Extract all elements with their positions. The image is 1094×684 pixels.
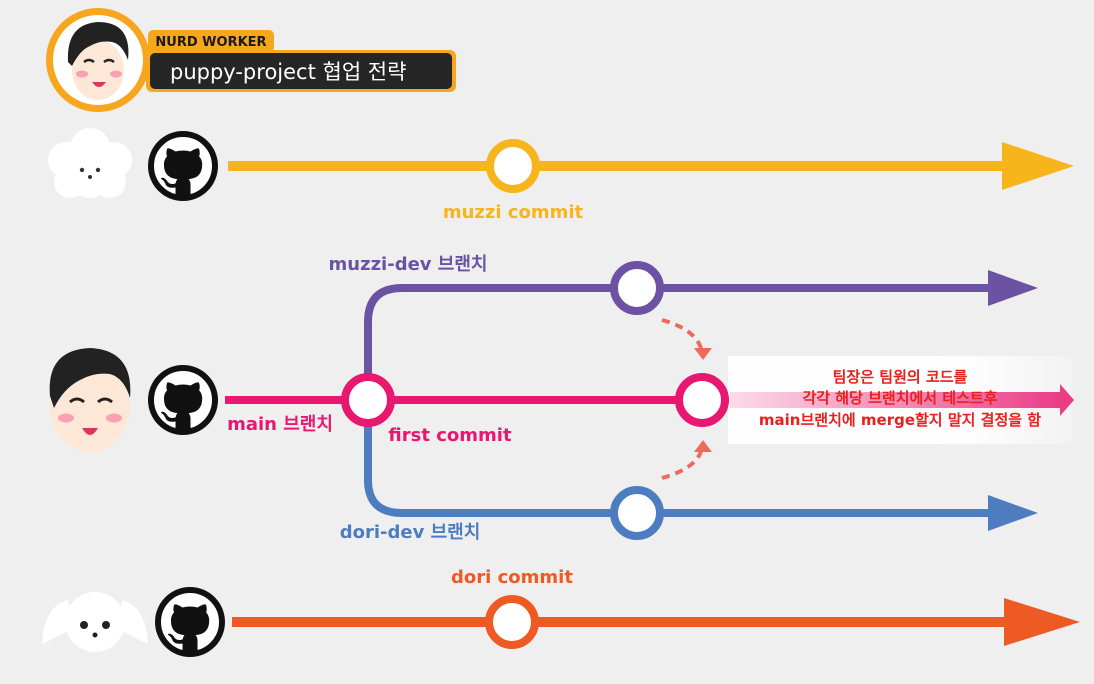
dori-dev-line (364, 422, 995, 517)
merge-arrowhead-top (694, 348, 712, 360)
merge-arrowhead-bottom (694, 440, 712, 452)
merge-arrow-from-muzzi-dev (661, 318, 704, 353)
first-commit-node (341, 373, 395, 427)
merge-arrow-from-dori-dev (661, 447, 704, 480)
dori-commit-node (485, 595, 539, 649)
muzzi-dev-line (364, 284, 995, 378)
dori-dev-branch: dori-dev 브랜치 (340, 422, 1038, 543)
developer-avatar-icon (46, 8, 150, 112)
note-line-2: 각각 해당 브랜치에서 테스트후 (802, 389, 997, 407)
muzzi-dev-commit-node (610, 261, 664, 315)
dori-arrowhead (1004, 598, 1080, 646)
nurd-worker-label: NURD WORKER (155, 35, 266, 50)
first-commit-label: first commit (388, 425, 512, 446)
github-icon (148, 365, 218, 435)
floppy-ear-dog-icon (42, 592, 148, 652)
dori-dev-branch-label: dori-dev 브랜치 (340, 522, 481, 543)
fluffy-dog-icon (48, 128, 132, 198)
github-icon (148, 131, 218, 201)
muzzi-dev-branch: muzzi-dev 브랜치 (329, 254, 1038, 378)
main-lane: main 브랜치 first commit 팀장은 팀원의 코드를 각각 해당 … (49, 318, 1074, 480)
dori-lane: dori commit (42, 567, 1080, 657)
title-box (150, 53, 452, 89)
github-icon (155, 587, 225, 657)
muzzi-commit-label: muzzi commit (443, 202, 584, 223)
nurd-worker-tag (148, 30, 274, 52)
dori-dev-commit-node (610, 486, 664, 540)
dori-commit-label: dori commit (451, 567, 573, 588)
muzzi-arrowhead (1002, 142, 1074, 190)
main-branch-label: main 브랜치 (227, 414, 333, 435)
merge-node (675, 373, 729, 427)
muzzi-dev-arrowhead (988, 270, 1038, 306)
main-arrowhead (730, 384, 1074, 416)
muzzi-dev-branch-label: muzzi-dev 브랜치 (329, 254, 488, 275)
dori-dev-arrowhead (988, 495, 1038, 531)
note-line-1: 팀장은 팀원의 코드를 (833, 368, 968, 386)
note-line-3: main브랜치에 merge할지 말지 결정을 함 (759, 411, 1041, 429)
page-title: puppy-project 협업 전략 (170, 60, 406, 84)
muzzi-lane: muzzi commit (48, 128, 1074, 223)
header: NURD WORKER puppy-project 협업 전략 (46, 8, 456, 112)
muzzi-commit-node (486, 139, 540, 193)
team-lead-avatar-icon (49, 348, 131, 452)
